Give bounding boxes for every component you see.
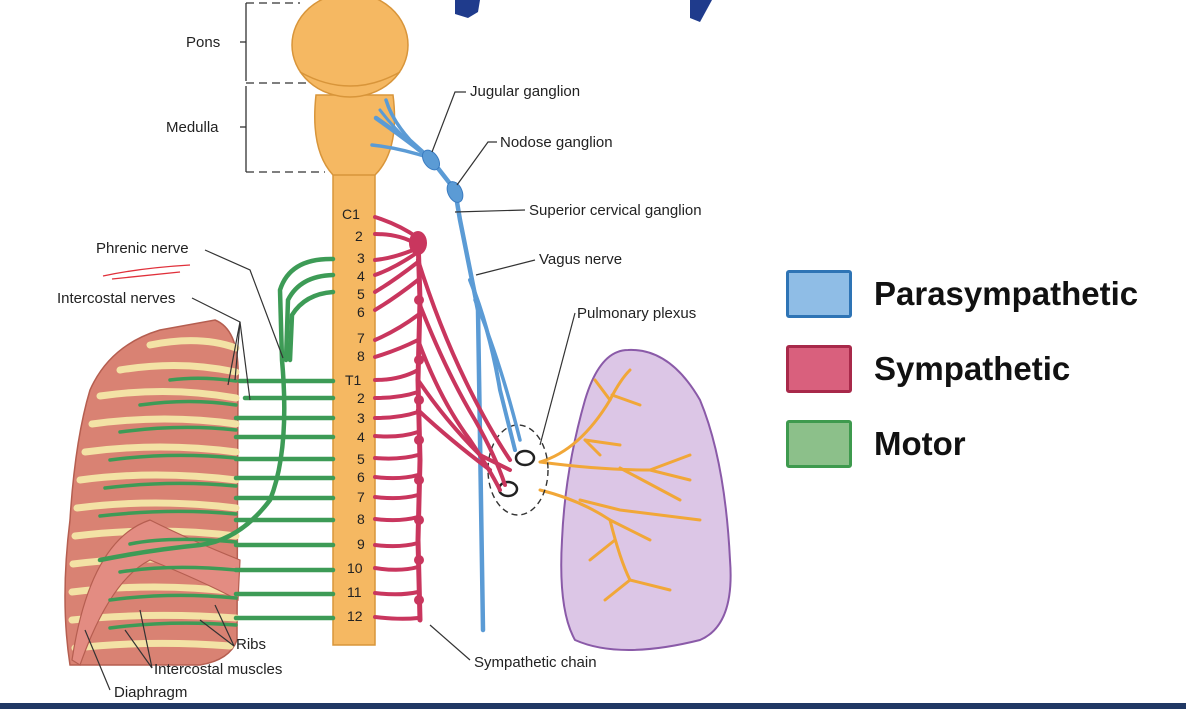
superior-cervical-ganglion-label: Superior cervical ganglion (529, 202, 702, 219)
segment-label: 6 (357, 469, 365, 485)
segment-label: C1 (342, 206, 360, 222)
segment-label: 8 (357, 348, 365, 364)
vagus-nerve (370, 98, 522, 633)
pulmonary-plexus-label: Pulmonary plexus (577, 305, 696, 322)
motor-swatch (786, 420, 852, 468)
segment-label: 6 (357, 304, 365, 320)
sympathetic-swatch (786, 345, 852, 393)
legend-item-motor: Motor (786, 418, 1178, 470)
segment-label: 5 (357, 286, 365, 302)
segment-label: 7 (357, 330, 365, 346)
segment-label: 3 (357, 410, 365, 426)
bronchi (538, 368, 702, 602)
legend-item-sympathetic: Sympathetic (786, 343, 1178, 395)
ribs-label: Ribs (236, 636, 266, 653)
segment-label: 12 (347, 608, 363, 624)
vagus-nerve-label: Vagus nerve (539, 251, 622, 268)
segment-label: 9 (357, 536, 365, 552)
pulmonary-plexus (487, 424, 549, 516)
spinal-cord (291, 0, 409, 646)
legend-label: Sympathetic (874, 350, 1071, 387)
segment-label: 4 (357, 429, 365, 445)
segment-label: 8 (357, 511, 365, 527)
title-fragment (455, 0, 712, 22)
sympathetic-ganglia (409, 231, 427, 605)
brainstem-brackets (240, 2, 325, 173)
jugular-ganglion-label: Jugular ganglion (470, 83, 580, 100)
bottom-bar (0, 703, 1186, 709)
sympathetic-chain-label: Sympathetic chain (474, 654, 597, 671)
segment-label: T1 (345, 372, 362, 388)
segment-label: 7 (357, 489, 365, 505)
diaphragm-label: Diaphragm (114, 684, 187, 701)
segment-label: 11 (347, 584, 362, 600)
segment-labels: C1 2 3 4 5 6 7 8 T1 2 3 4 5 6 7 8 9 10 1… (342, 206, 365, 624)
segment-label: 4 (357, 268, 365, 284)
parasympathetic-swatch (786, 270, 852, 318)
lung (560, 348, 732, 651)
sympathetic-chain (373, 215, 512, 623)
nodose-ganglion-label: Nodose ganglion (500, 134, 613, 151)
segment-label: 3 (357, 250, 365, 266)
pons-label: Pons (186, 34, 220, 51)
legend: Parasympathetic Sympathetic Motor (786, 268, 1178, 493)
leader-lines (84, 91, 576, 691)
annotation-scribble (102, 264, 191, 280)
medulla-label: Medulla (166, 119, 219, 136)
intercostal-muscles-label: Intercostal muscles (154, 661, 282, 678)
segment-label: 5 (357, 451, 365, 467)
segment-label: 10 (347, 560, 363, 576)
intercostal-nerves-label: Intercostal nerves (57, 290, 175, 307)
phrenic-nerve-label: Phrenic nerve (96, 240, 189, 257)
legend-item-parasympathetic: Parasympathetic (786, 268, 1178, 320)
segment-label: 2 (355, 228, 363, 244)
motor-nerves (97, 256, 336, 630)
legend-label: Parasympathetic (874, 275, 1139, 312)
segment-label: 2 (357, 390, 365, 406)
vagal-ganglia (421, 149, 464, 203)
legend-label: Motor (874, 425, 966, 462)
